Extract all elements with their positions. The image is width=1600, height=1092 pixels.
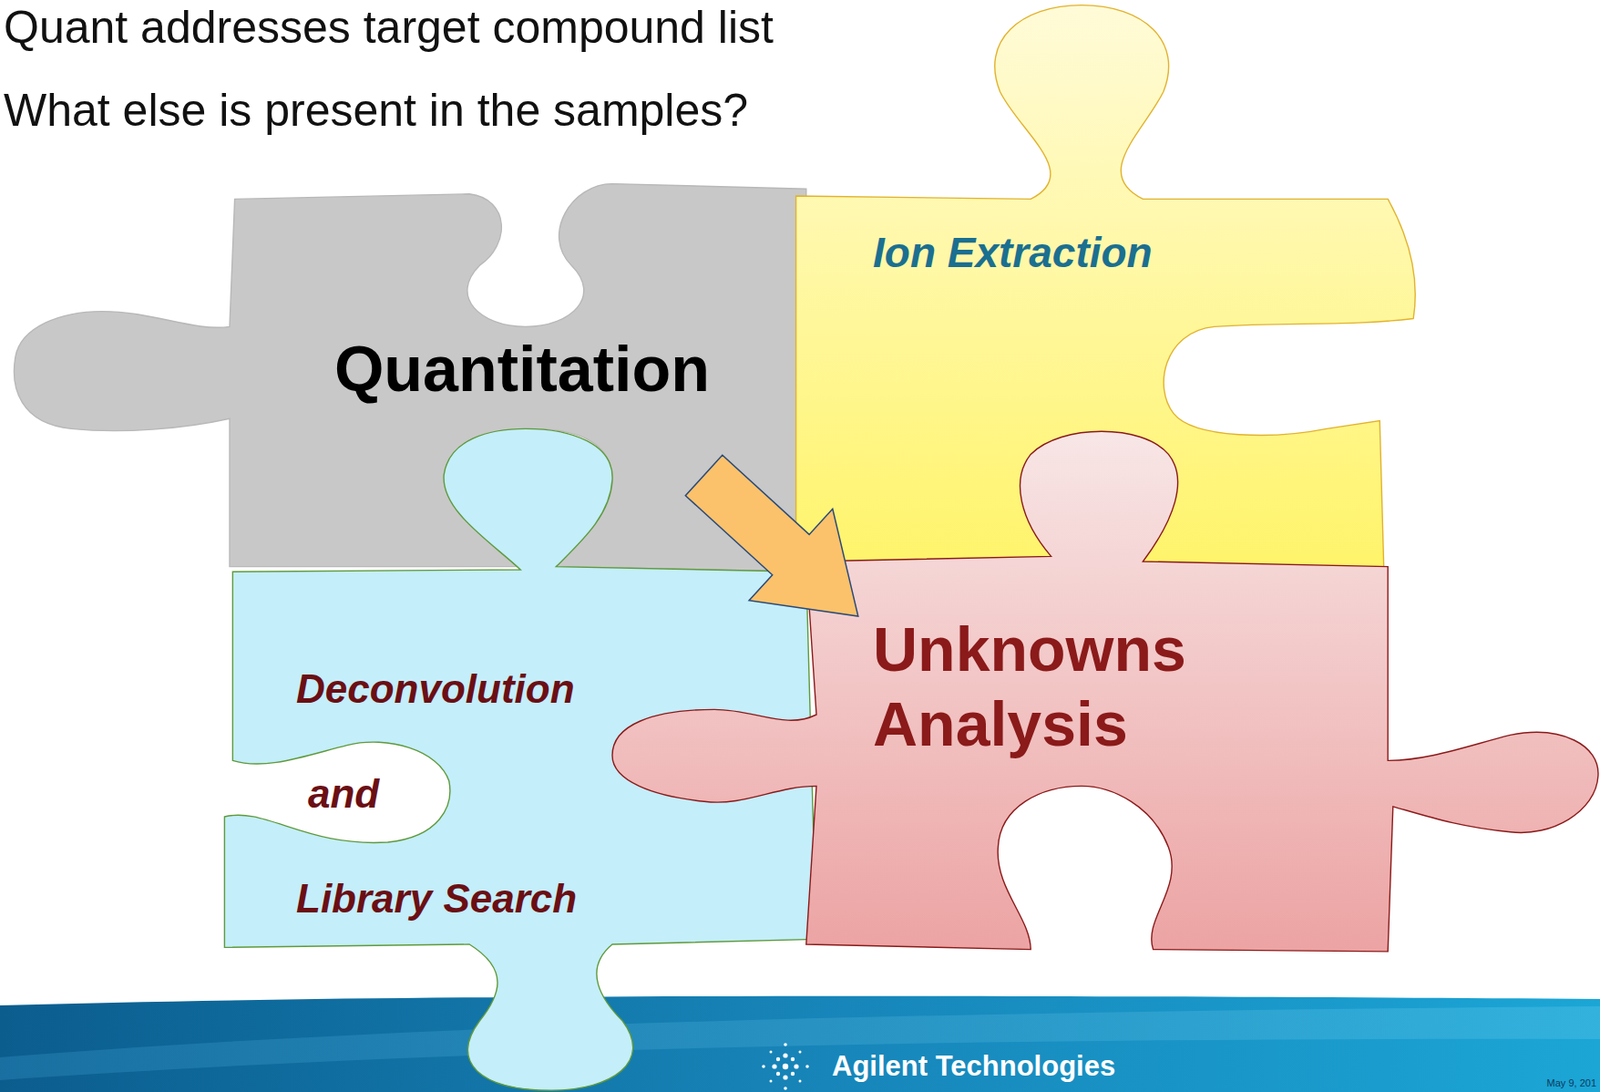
piece-label: Library Search xyxy=(296,874,577,924)
piece-label: Quantitation xyxy=(334,330,710,408)
logo-starburst xyxy=(761,1042,810,1090)
puzzle-piece: Unknowns Analysis xyxy=(606,418,1600,954)
piece-outline xyxy=(606,418,1600,954)
piece-label: Unknowns Analysis xyxy=(872,612,1293,761)
date-text: May 9, 201 xyxy=(1547,1076,1597,1089)
piece-label: Ion Extraction xyxy=(872,227,1153,278)
piece-label: and xyxy=(307,769,380,819)
logo-text: Agilent Technologies xyxy=(831,1048,1116,1083)
slide-text: Quant addresses target compound list xyxy=(3,0,774,55)
piece-label: Deconvolution xyxy=(296,665,575,714)
slide-text: What else is present in the samples? xyxy=(3,82,749,138)
